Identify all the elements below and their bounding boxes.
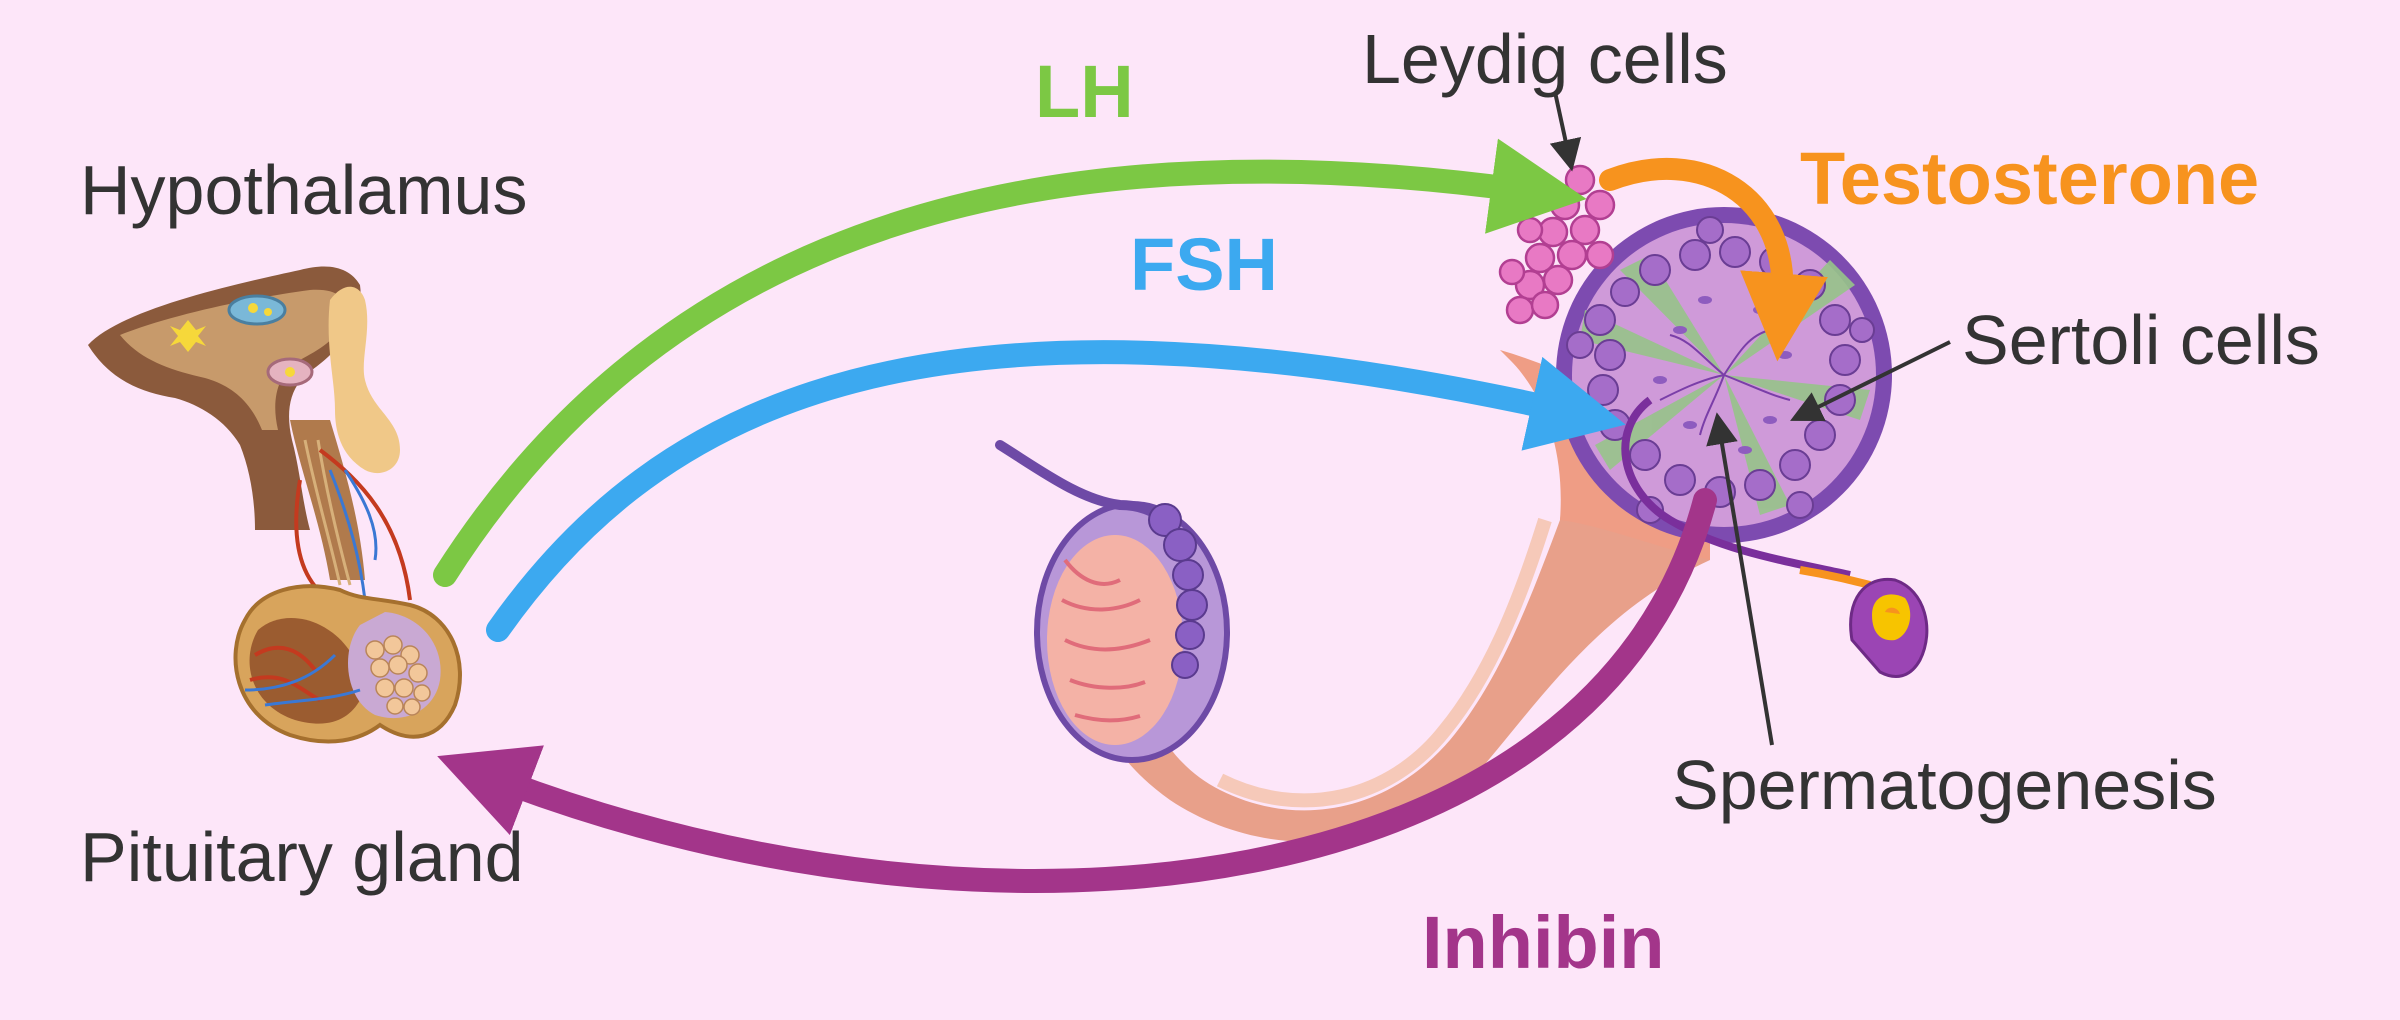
fsh-label: FSH <box>1130 223 1278 306</box>
leydig-cells-label: Leydig cells <box>1362 20 1728 98</box>
hypothalamus-label: Hypothalamus <box>80 151 528 229</box>
spermatogenesis-label: Spermatogenesis <box>1672 746 2217 824</box>
brain-pituitary-illustration <box>88 266 462 744</box>
inhibin-label: Inhibin <box>1422 901 1665 984</box>
testosterone-arrow <box>1599 157 1828 362</box>
sertoli-pointer <box>1790 340 1951 422</box>
inhibin-arrow <box>437 488 1717 893</box>
lh-label: LH <box>1035 50 1134 133</box>
sertoli-cells-label: Sertoli cells <box>1962 301 2320 379</box>
spermatogenesis-pointer <box>1706 412 1774 746</box>
pituitary-gland-label: Pituitary gland <box>80 818 524 896</box>
leydig-pointer <box>1549 91 1582 172</box>
testosterone-label: Testosterone <box>1800 137 2260 220</box>
sperm-cell-illustration <box>1799 566 1929 678</box>
lh-arrow <box>433 138 1587 587</box>
fsh-arrow <box>486 340 1626 642</box>
